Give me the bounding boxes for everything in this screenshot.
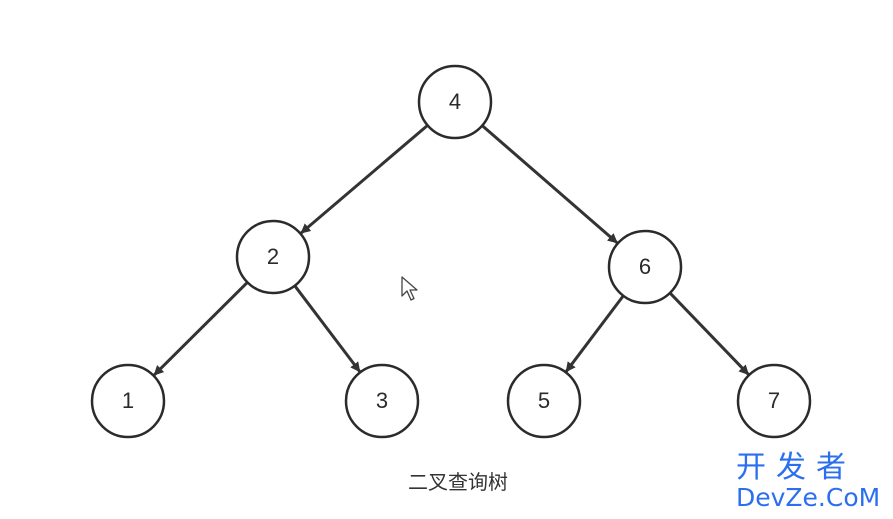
tree-node-3: 3 <box>344 363 420 439</box>
edge-arrow-n4-n6 <box>481 124 619 244</box>
node-circle <box>235 219 311 295</box>
node-circle <box>607 229 683 305</box>
node-label: 5 <box>538 388 550 413</box>
node-label: 3 <box>376 388 388 413</box>
tree-node-4: 4 <box>417 64 493 140</box>
edge-arrow-n2-n1 <box>153 281 249 376</box>
node-circle <box>506 363 582 439</box>
tree-node-2: 2 <box>235 219 311 295</box>
edge-arrow-n6-n7 <box>668 291 750 376</box>
node-label: 2 <box>267 244 279 269</box>
node-label: 4 <box>449 89 461 114</box>
tree-node-1: 1 <box>90 363 166 439</box>
watermark-line1: 开发者 <box>736 450 856 485</box>
node-label: 7 <box>768 388 780 413</box>
node-circle <box>344 363 420 439</box>
tree-node-7: 7 <box>736 363 812 439</box>
node-label: 6 <box>639 254 651 279</box>
node-circle <box>417 64 493 140</box>
edge-arrow-n2-n3 <box>293 284 361 373</box>
diagram-caption: 二叉查询树 <box>408 470 508 494</box>
tree-node-6: 6 <box>607 229 683 305</box>
watermark-line2: DevZe.CoM <box>736 483 881 512</box>
mouse-pointer-icon <box>401 276 419 307</box>
watermark: 开发者 DevZe.CoM <box>734 452 886 512</box>
node-circle <box>736 363 812 439</box>
edge-arrow-n6-n5 <box>565 294 625 373</box>
tree-node-5: 5 <box>506 363 582 439</box>
node-label: 1 <box>122 388 134 413</box>
edge-arrow-n4-n2 <box>300 124 429 235</box>
node-circle <box>90 363 166 439</box>
